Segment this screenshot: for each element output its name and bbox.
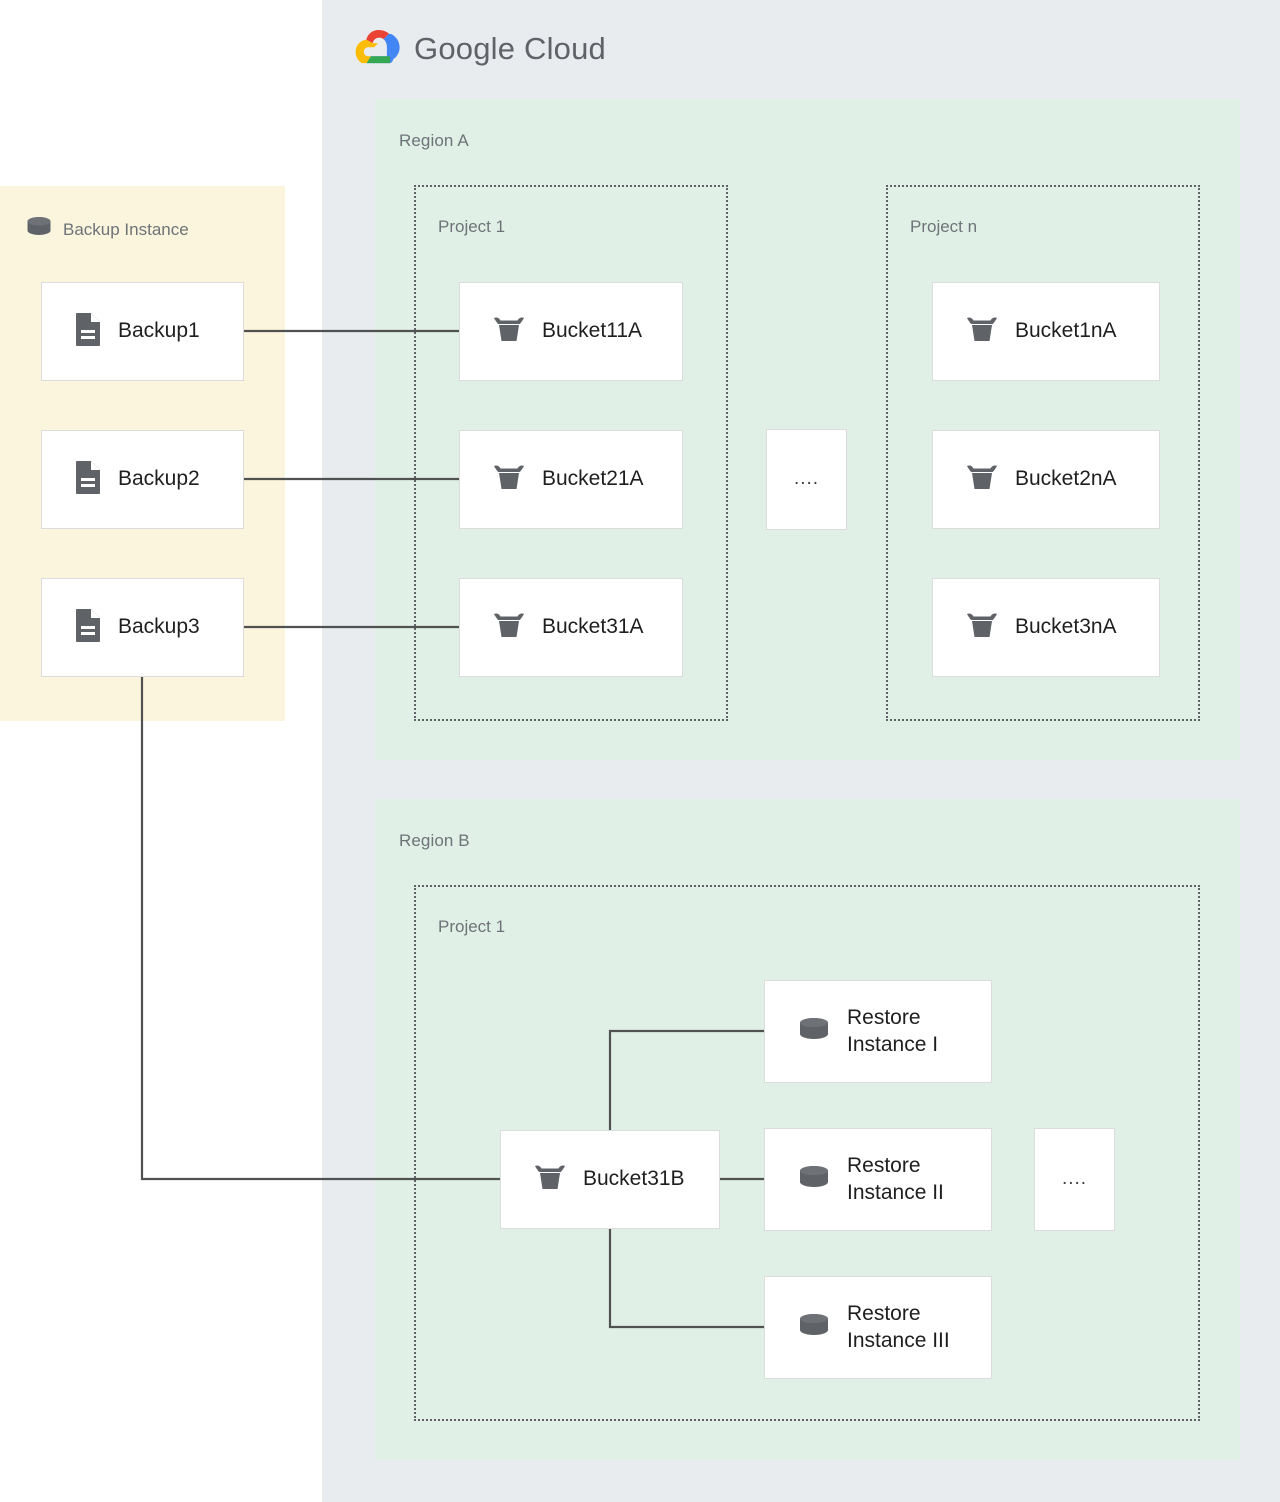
node-backup1[interactable]: Backup1 <box>41 282 244 381</box>
region-a-label: Region A <box>399 131 469 150</box>
node-bucket1na[interactable]: Bucket1nA <box>932 282 1160 381</box>
database-cylinder-icon <box>797 1015 831 1048</box>
document-icon <box>74 608 102 647</box>
google-cloud-wordmark: Google Cloud <box>414 31 606 67</box>
node-label: Backup1 <box>118 319 200 343</box>
google-cloud-logo-icon <box>355 27 401 70</box>
storage-bucket-icon <box>965 314 999 349</box>
node-label: Bucket11A <box>542 319 643 343</box>
project-1-region-b-label: Project 1 <box>438 917 506 936</box>
node-bucket31a[interactable]: Bucket31A <box>459 578 683 677</box>
node-label: Bucket31A <box>542 615 644 639</box>
google-cloud-logo: Google Cloud <box>355 27 606 70</box>
ellipsis-label: .... <box>793 468 820 490</box>
region-b-label: Region B <box>399 831 470 850</box>
node-ellipsis-region-a: .... <box>766 429 847 530</box>
node-bucket2na[interactable]: Bucket2nA <box>932 430 1160 529</box>
storage-bucket-icon <box>492 314 526 349</box>
node-label: Bucket31B <box>583 1167 685 1191</box>
node-label: Bucket21A <box>542 467 644 491</box>
node-bucket11a[interactable]: Bucket11A <box>459 282 683 381</box>
ellipsis-label: .... <box>1061 1168 1088 1190</box>
node-backup2[interactable]: Backup2 <box>41 430 244 529</box>
project-n-region-a-label: Project n <box>910 217 978 236</box>
database-cylinder-icon <box>26 216 52 243</box>
node-bucket31b[interactable]: Bucket31B <box>500 1130 720 1229</box>
node-bucket21a[interactable]: Bucket21A <box>459 430 683 529</box>
node-backup3[interactable]: Backup3 <box>41 578 244 677</box>
wordmark-google: Google <box>414 30 516 66</box>
project-n-region-a-box: Project n <box>886 185 1200 721</box>
backup-instance-title: Backup Instance <box>63 219 189 239</box>
node-bucket3na[interactable]: Bucket3nA <box>932 578 1160 677</box>
storage-bucket-icon <box>965 610 999 645</box>
node-label: Backup3 <box>118 615 200 639</box>
document-icon <box>74 460 102 499</box>
node-restore-instance-ii[interactable]: Restore Instance II <box>764 1128 992 1231</box>
node-label: Restore Instance III <box>847 1301 950 1352</box>
database-cylinder-icon <box>797 1163 831 1196</box>
node-label: Bucket3nA <box>1015 615 1117 639</box>
document-icon <box>74 312 102 351</box>
node-restore-instance-iii[interactable]: Restore Instance III <box>764 1276 992 1379</box>
project-1-region-a-label: Project 1 <box>438 217 506 236</box>
node-label: Bucket2nA <box>1015 467 1117 491</box>
node-label: Restore Instance II <box>847 1153 944 1204</box>
storage-bucket-icon <box>533 1162 567 1197</box>
node-label: Restore Instance I <box>847 1005 939 1056</box>
node-label: Bucket1nA <box>1015 319 1117 343</box>
project-1-region-a-box: Project 1 <box>414 185 728 721</box>
node-label: Backup2 <box>118 467 200 491</box>
node-ellipsis-region-b: .... <box>1034 1128 1115 1231</box>
wordmark-cloud: Cloud <box>524 30 606 66</box>
storage-bucket-icon <box>492 610 526 645</box>
database-cylinder-icon <box>797 1311 831 1344</box>
storage-bucket-icon <box>492 462 526 497</box>
node-restore-instance-i[interactable]: Restore Instance I <box>764 980 992 1083</box>
storage-bucket-icon <box>965 462 999 497</box>
backup-instance-header: Backup Instance <box>26 216 189 243</box>
